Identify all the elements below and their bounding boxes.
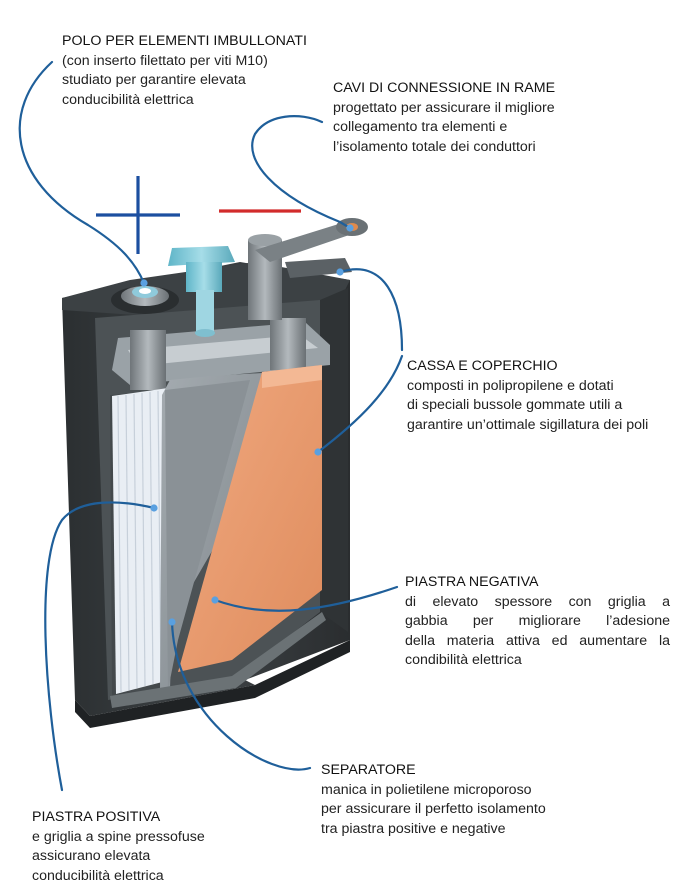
label-negativa-title: PIASTRA NEGATIVA bbox=[405, 574, 539, 590]
label-negativa-line-2: gabbia per migliorare l’adesione bbox=[405, 613, 670, 629]
anchor-dot-cassa-inner bbox=[314, 448, 322, 456]
label-cassa-line-1: composti in polipropilene e dotati bbox=[407, 377, 614, 394]
label-polo-line-3: conducibilità elettrica bbox=[62, 91, 194, 108]
label-positiva: PIASTRA POSITIVA e griglia a spine press… bbox=[32, 808, 292, 886]
vent-plug bbox=[168, 246, 235, 337]
positive-terminal bbox=[111, 286, 179, 314]
anchor-dot-separatore bbox=[168, 618, 176, 626]
label-cassa-line-2: di speciali bussole gommate utili a bbox=[407, 397, 623, 413]
label-polo: POLO PER ELEMENTI IMBULLONATI (con inser… bbox=[62, 32, 352, 110]
leader-line-polo bbox=[18, 60, 146, 285]
label-negativa-line-4: condibilità elettrica bbox=[405, 652, 522, 668]
plate-stack bbox=[110, 318, 330, 708]
leader-line-cassa-inner bbox=[316, 354, 404, 454]
label-cassa-title: CASSA E COPERCHIO bbox=[407, 358, 558, 374]
label-cassa: CASSA E COPERCHIO composti in polipropil… bbox=[407, 357, 697, 435]
label-separatore-line-2: per assicurare il perfetto isolamento bbox=[321, 801, 546, 817]
label-positiva-title: PIASTRA POSITIVA bbox=[32, 809, 161, 825]
anchor-dot-cavi bbox=[346, 224, 354, 232]
label-cavi-title: CAVI DI CONNESSIONE IN RAME bbox=[333, 80, 556, 96]
anchor-dot-polo bbox=[140, 279, 148, 287]
label-polo-line-2: studiato per garantire elevata bbox=[62, 72, 246, 88]
negative-terminal bbox=[248, 218, 368, 320]
label-positiva-line-1: e griglia a spine pressofuse bbox=[32, 828, 205, 845]
label-cavi-line-2: collegamento tra elementi e bbox=[333, 119, 508, 135]
label-separatore-title: SEPARATORE bbox=[321, 762, 416, 778]
label-positiva-line-3: conducibilità elettrica bbox=[32, 867, 164, 884]
leader-line-separatore bbox=[170, 620, 312, 771]
label-polo-line-1: (con inserto filettato per viti M10) bbox=[62, 52, 268, 69]
leader-line-negativa bbox=[213, 585, 399, 612]
label-negativa-line-3: della materia attiva ed aumentare la bbox=[405, 632, 670, 649]
label-separatore: SEPARATORE manica in polietilene micropo… bbox=[321, 761, 621, 839]
anchor-dot-negativa bbox=[211, 596, 219, 604]
leader-line-cassa bbox=[338, 268, 404, 352]
label-negativa-line-1: di elevato spessore con griglia a bbox=[405, 593, 670, 610]
anchor-dot-positiva bbox=[150, 504, 158, 512]
anchor-dot-cassa bbox=[336, 268, 344, 276]
label-positiva-line-2: assicurano elevata bbox=[32, 848, 151, 864]
label-polo-title: POLO PER ELEMENTI IMBULLONATI bbox=[62, 33, 307, 49]
label-separatore-line-3: tra piastra positive e negative bbox=[321, 820, 506, 837]
label-cavi: CAVI DI CONNESSIONE IN RAME progettato p… bbox=[333, 79, 633, 157]
leader-line-cavi bbox=[251, 115, 352, 230]
label-negativa: PIASTRA NEGATIVA di elevato spessore con… bbox=[405, 573, 670, 671]
plus-sign bbox=[96, 176, 180, 254]
leader-line-positiva bbox=[44, 501, 156, 792]
label-cavi-line-3: l’isolamento totale dei conduttori bbox=[333, 138, 536, 155]
label-separatore-line-1: manica in polietilene microporoso bbox=[321, 781, 532, 798]
label-cavi-line-1: progettato per assicurare il migliore bbox=[333, 99, 555, 116]
label-cassa-line-3: garantire un’ottimale sigillatura dei po… bbox=[407, 416, 649, 433]
